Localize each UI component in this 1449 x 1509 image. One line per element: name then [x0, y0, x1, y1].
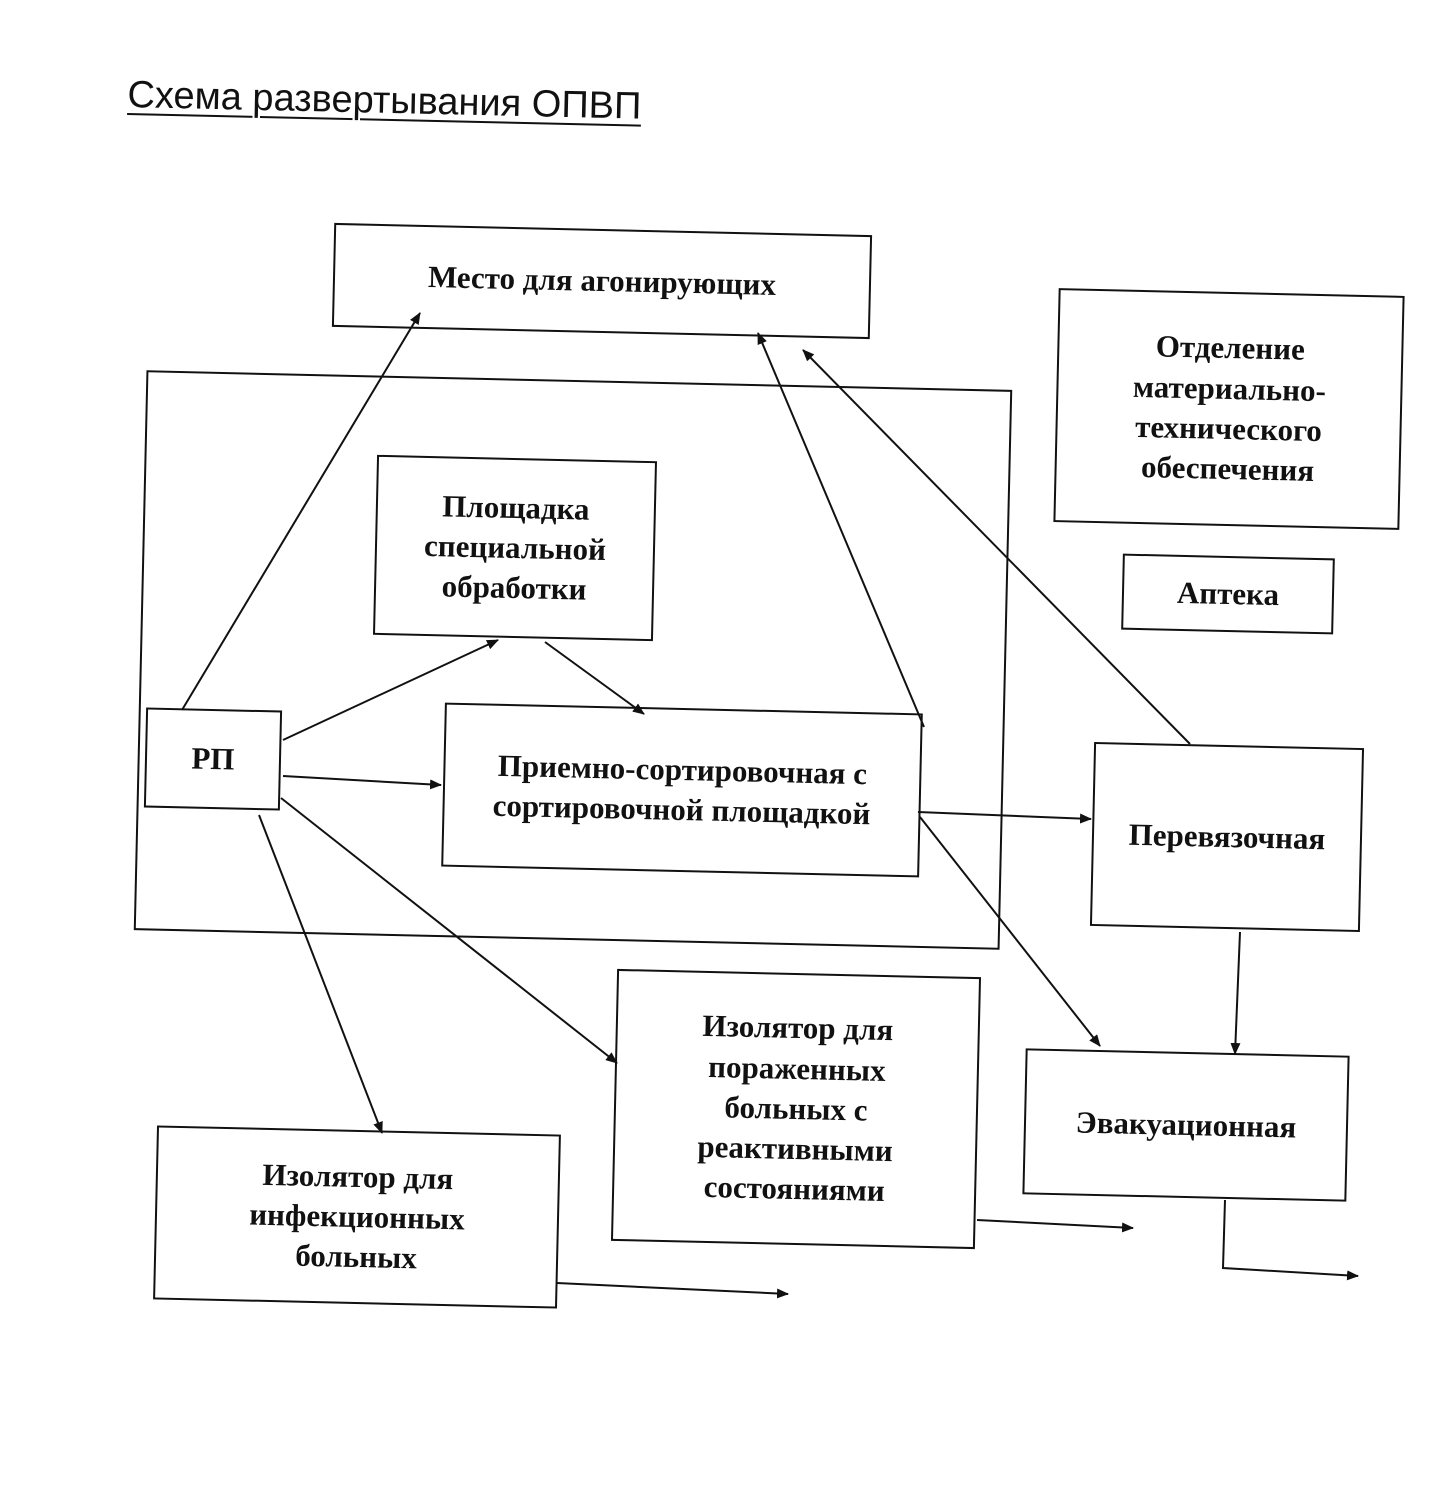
node-special-treatment: Площадка специальной обработки — [372, 454, 658, 642]
arrow-dressing-evacuation — [1230, 931, 1241, 1055]
arrow-reception-agony — [757, 332, 925, 728]
arrow-isolator-infectious-exit — [556, 1282, 789, 1299]
node-pharmacy: Аптека — [1121, 553, 1335, 635]
node-isolator-infectious: Изолятор для инфекционных больных — [153, 1125, 561, 1309]
node-evacuation: Эвакуационная — [1022, 1048, 1350, 1202]
arrow-rp-agony — [181, 312, 421, 711]
node-reception: Приемно-сортировочная с сортировочной пл… — [441, 702, 923, 878]
arrow-evacuation-exit — [1221, 1199, 1359, 1281]
arrow-reception-evacuation — [919, 816, 1101, 1047]
arrow-reception-dressing — [917, 811, 1092, 824]
node-logistics: Отделение материально-технического обесп… — [1053, 288, 1405, 530]
arrow-dressing-agony — [802, 349, 1191, 745]
node-agony: Место для агонирующих — [331, 222, 873, 340]
arrow-rp-isolator-reactive — [280, 797, 618, 1064]
arrow-rp-special — [282, 639, 499, 741]
arrow-rp-reception — [282, 775, 442, 790]
arrow-special-reception — [544, 641, 645, 715]
node-rp: РП — [143, 707, 283, 811]
node-dressing: Перевязочная — [1089, 741, 1365, 933]
arrow-rp-isolator-infectious — [258, 814, 383, 1134]
node-isolator-reactive: Изолятор для пораженных больных с реакти… — [610, 968, 982, 1250]
arrow-isolator-reactive-exit — [976, 1219, 1134, 1233]
